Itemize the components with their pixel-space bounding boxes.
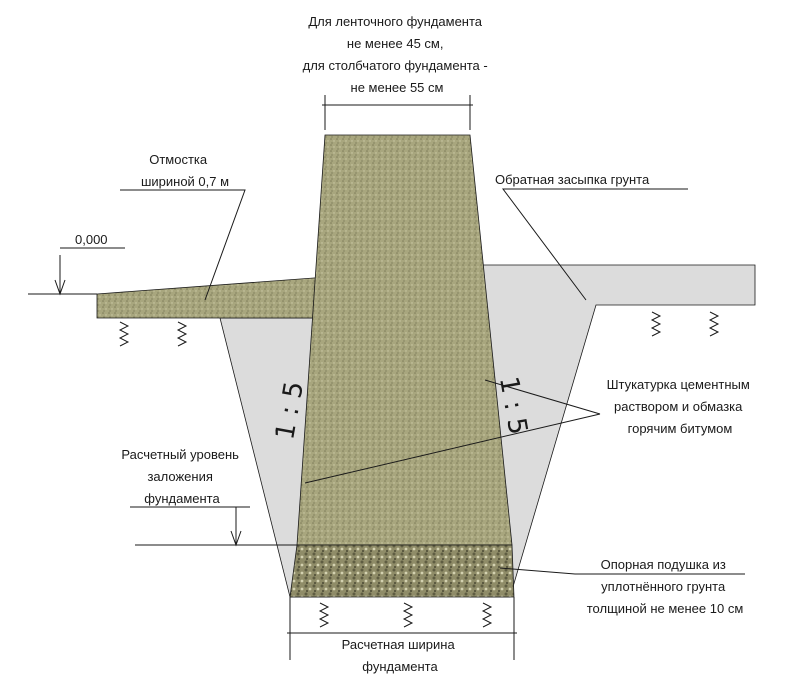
backfill-leader	[502, 188, 688, 301]
soil-hatch-icon	[118, 311, 720, 628]
backfill-label: Обратная засыпка грунта	[495, 172, 650, 187]
otmostka-leader	[120, 189, 246, 301]
plaster-label: Штукатурка цементным раствором и обмазка…	[607, 377, 754, 436]
plaster-leaders	[304, 379, 601, 484]
level-zero-mark	[28, 247, 125, 296]
calc-width-label: Расчетная ширина фундамента	[342, 637, 459, 674]
level-zero-label: 0,000	[75, 232, 108, 247]
bottom-width-dimension	[287, 597, 517, 660]
calc-level-label: Расчетный уровень заложения фундамента	[121, 447, 242, 506]
foundation-body	[296, 134, 513, 546]
cushion-leader	[499, 567, 745, 575]
support-cushion	[289, 544, 515, 598]
otmostka-label: Отмостка шириной 0,7 м	[141, 152, 229, 189]
calc-level-mark	[130, 506, 297, 547]
top-width-note: Для ленточного фундамента не менее 45 см…	[303, 14, 492, 95]
top-width-dimension	[322, 95, 473, 130]
otmostka-slab	[96, 276, 328, 319]
cushion-label: Опорная подушка из уплотнённого грунта т…	[587, 557, 744, 616]
